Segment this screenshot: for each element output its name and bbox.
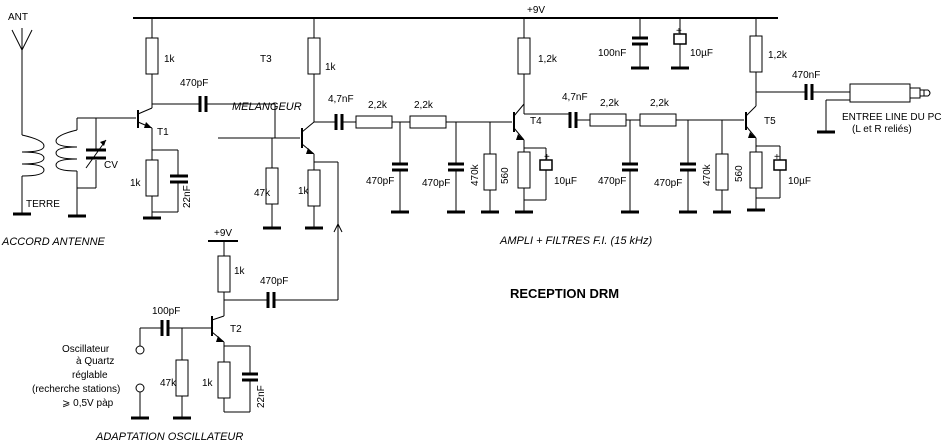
t3-mixer: T3 1k MELANGEUR 1k 47k 4,7nF [218,18,354,300]
osc-input-label: Oscillateur à Quartz réglable (recherche… [32,344,123,409]
svg-text:470pF: 470pF [654,178,682,189]
svg-text:470pF: 470pF [180,78,208,89]
antenna-section: ANT TERRE CV ACCORD ANTENNE [1,12,136,248]
primary-coil [21,134,45,177]
svg-text:470pF: 470pF [598,176,626,187]
svg-text:47k: 47k [254,188,271,199]
svg-text:100nF: 100nF [598,48,626,59]
t2-oscillator-stage: +9V 1k 470pF T2 1k 22nF 100pF [32,228,338,443]
filter-chain-2: 2,2k 2,2k 470pF 470pF 470k [576,98,744,214]
antenna-section-label: ACCORD ANTENNE [1,236,106,248]
svg-text:1,2k: 1,2k [768,50,788,61]
supply-label: +9V [527,5,545,16]
svg-text:1k: 1k [164,54,176,65]
svg-text:22nF: 22nF [256,385,267,408]
svg-text:1k: 1k [325,62,337,73]
jack-plug-icon [849,83,931,103]
svg-text:T5: T5 [764,116,776,127]
svg-text:10µF: 10µF [690,48,713,59]
svg-text:+: + [676,26,682,37]
mixer-label: MELANGEUR [232,101,302,113]
svg-text:100pF: 100pF [152,306,180,317]
svg-text:10µF: 10µF [788,176,811,187]
t5-stage: 1,2k T5 560 + 10µF 470nF [734,18,941,212]
svg-text:560: 560 [734,165,745,182]
secondary-coil [55,129,78,172]
svg-text:+: + [544,152,550,163]
antenna-icon [11,28,33,135]
svg-text:2,2k: 2,2k [650,98,670,109]
svg-text:T1: T1 [157,127,169,138]
svg-text:1,2k: 1,2k [538,54,558,65]
svg-text:(L et R reliés): (L et R reliés) [852,124,912,135]
cv-label: CV [104,160,118,171]
svg-text:470k: 470k [702,163,713,186]
svg-text:T4: T4 [530,116,542,127]
svg-text:470pF: 470pF [422,178,450,189]
svg-text:T3: T3 [260,54,272,65]
svg-text:ENTREE LINE DU PC: ENTREE LINE DU PC [842,112,941,123]
t1-stage: 1k 470pF T1 1k 22nF [130,18,276,220]
decoupling: 100nF + 10µF [598,18,713,70]
svg-text:1k: 1k [130,178,142,189]
oscillator-section-label: ADAPTATION OSCILLATEUR [95,431,243,443]
svg-text:2,2k: 2,2k [368,100,388,111]
svg-text:470pF: 470pF [260,276,288,287]
svg-text:470k: 470k [470,163,481,186]
diagram-title: RECEPTION DRM [510,286,619,301]
t4-stage: 1,2k T4 560 + 10µF 4,7nF [500,18,588,214]
svg-text:470nF: 470nF [792,70,820,81]
svg-text:+9V: +9V [214,228,232,239]
svg-text:T2: T2 [230,324,242,335]
svg-text:47k: 47k [160,378,177,389]
ant-label: ANT [8,12,28,23]
svg-text:2,2k: 2,2k [414,100,434,111]
svg-text:1k: 1k [234,266,246,277]
svg-text:10µF: 10µF [554,176,577,187]
r-collector-t1 [145,37,159,75]
svg-text:2,2k: 2,2k [600,98,620,109]
svg-text:22nF: 22nF [182,185,193,208]
svg-text:470pF: 470pF [366,176,394,187]
amplifier-section-label: AMPLI + FILTRES F.I. (15 kHz) [499,235,652,247]
svg-text:4,7nF: 4,7nF [562,92,588,103]
svg-text:1k: 1k [202,378,214,389]
filter-chain-1: 2,2k 2,2k 470pF 470pF 470k [342,100,512,214]
svg-text:1k: 1k [298,186,310,197]
svg-text:4,7nF: 4,7nF [328,94,354,105]
svg-text:+: + [774,152,780,163]
svg-text:560: 560 [500,167,511,184]
terre-label: TERRE [26,199,60,210]
